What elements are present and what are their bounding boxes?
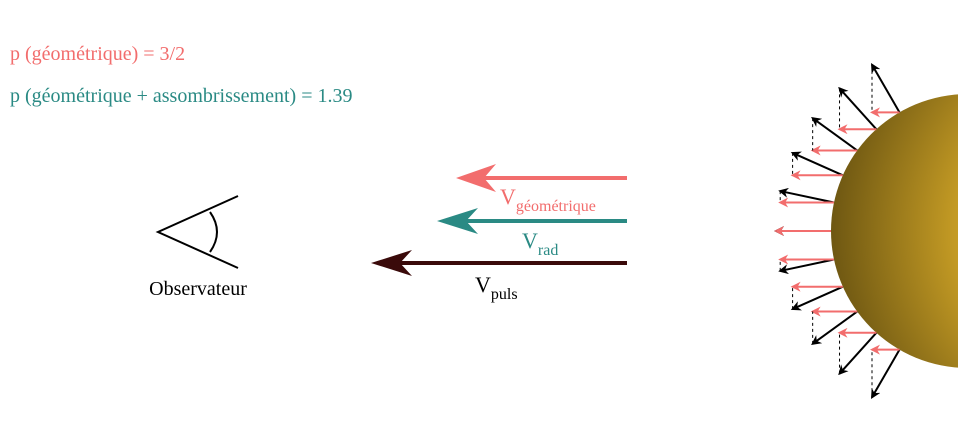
velocity-radial-arrow <box>437 208 627 234</box>
surface-velocity-vector <box>790 151 844 177</box>
surface-velocity-vector <box>871 62 901 113</box>
surface-velocity-vector <box>838 332 878 376</box>
velocity-geometric-arrow <box>456 164 627 192</box>
surface-velocity-vector <box>778 258 835 275</box>
legend-darkening: p (géométrique + assombrissement) = 1.39 <box>10 85 353 107</box>
velocity-pulsation-arrow <box>371 250 627 276</box>
surface-velocity-vector <box>838 86 878 130</box>
star <box>831 94 958 368</box>
velocity-pulsation-label: Vpuls <box>475 272 518 303</box>
velocity-geometric-label: Vgéométrique <box>500 184 596 215</box>
surface-velocity-vector <box>790 285 844 311</box>
surface-velocity-vector <box>871 349 901 400</box>
legend-geometric: p (géométrique) = 3/2 <box>10 43 185 65</box>
surface-velocity-vector <box>811 310 858 346</box>
observer-label: Observateur <box>149 278 247 300</box>
eye-icon <box>155 195 239 269</box>
velocity-radial-label: Vrad <box>522 228 558 259</box>
surface-velocity-vector <box>778 187 835 204</box>
surface-vectors <box>774 62 901 400</box>
surface-velocity-vector <box>811 116 858 152</box>
